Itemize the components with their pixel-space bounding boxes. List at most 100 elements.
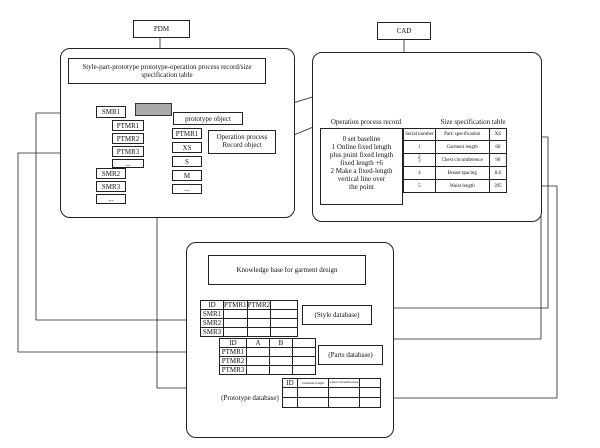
smr-item-more[interactable]: ... [96, 194, 126, 204]
ptmr-label: PTMR2 [116, 134, 140, 143]
smr-item-label: SMR1 [101, 108, 121, 116]
table-row [282, 387, 381, 398]
col-header: ID [282, 378, 298, 388]
table-row: SMR3 [200, 327, 299, 337]
row-id: PTMR1 [219, 347, 247, 357]
cell: 60 [488, 140, 508, 154]
style-database-label: (Style database) [302, 305, 372, 325]
table-row: 5 Waist length 395 [403, 179, 508, 193]
col-header [270, 300, 299, 310]
row-id: SMR1 [200, 309, 224, 319]
table-row: 1 Garment length 60 [403, 140, 508, 154]
operation-step: 2 Make a fixed-length [330, 167, 393, 176]
col-header: Serial number [403, 128, 436, 141]
cell: 395 [488, 179, 508, 193]
prototype-database-table: ID Garment length Chest circumference [282, 378, 381, 408]
operation-step: 1 Online fixed length [331, 143, 392, 152]
cell: Breast spacing [434, 166, 490, 180]
prototype-database-label: (Prototype database) [221, 394, 279, 402]
size-label: M [183, 171, 191, 180]
col-header: PTMR1 [223, 300, 248, 310]
row-id: SMR3 [200, 327, 224, 337]
style-database-label-text: (Style database) [314, 310, 360, 319]
size-label: S [185, 157, 189, 166]
col-header [292, 338, 316, 348]
size-label: XS [182, 143, 192, 152]
ptmr-side-item[interactable]: PTMR1 [172, 128, 202, 139]
operation-step: vertical line over [337, 175, 386, 184]
col-header: Garment length [297, 378, 329, 388]
ptmr-label: PTMR3 [116, 147, 140, 156]
table-row: PTMR3 [219, 365, 316, 375]
table-row: SMR1 [200, 309, 299, 319]
ptmr-label: PTMR1 [116, 121, 140, 130]
col-header: B [269, 338, 293, 348]
row-id: PTMR3 [219, 365, 247, 375]
col-header: A [246, 338, 270, 348]
col-header: Chest circumference [328, 378, 360, 388]
col-header: ID [219, 338, 247, 348]
parts-database-label: (Parts database) [318, 345, 383, 365]
table-row: PTMR2 [219, 356, 316, 366]
cell: Garment length [434, 140, 490, 154]
ptmr-side-label: PTMR1 [175, 129, 199, 138]
prototype-object-label: prototype object [185, 114, 231, 123]
cell: Waist length [434, 179, 490, 193]
ptmr-label: ... [125, 159, 131, 168]
size-label: ... [184, 185, 190, 193]
operation-step: 0 set baseline [342, 135, 381, 143]
cell: Chest circumference [434, 153, 490, 167]
table-row [282, 397, 381, 408]
col-header: XS [488, 128, 508, 141]
size-item-more[interactable]: ... [172, 184, 202, 194]
smr-item-2[interactable]: SMR2 [96, 168, 126, 179]
prototype-object[interactable]: prototype object [173, 112, 243, 125]
ptmr-item-2[interactable]: PTMR2 [112, 133, 144, 144]
col-header: Part/ specification [434, 128, 490, 141]
row-id: PTMR2 [219, 356, 247, 366]
cell: 1 [403, 140, 436, 154]
style-database-table: ID PTMR1 PTMR2 SMR1 SMR2 SMR3 [200, 300, 299, 337]
parts-database-table: ID A B PTMR1 PTMR2 PTMR3 [219, 338, 316, 375]
knowledge-base-title-box: Knowledge base for garment design [208, 255, 366, 285]
operation-step: the point [349, 183, 374, 192]
smr-item-1[interactable]: SMR1 [96, 106, 126, 118]
cell: 4 [403, 166, 436, 180]
operation-process-record-object[interactable]: Operation process Record object [208, 130, 276, 154]
parts-database-label-text: (Parts database) [328, 350, 373, 359]
smr-item-3[interactable]: SMR3 [96, 181, 126, 192]
table-row: 4 Breast spacing 8.8 [403, 166, 508, 180]
cell: 90 [488, 153, 508, 167]
cad-title-box: CAD [377, 22, 431, 40]
pdm-title: PDM [153, 24, 170, 33]
cell: 5 [403, 179, 436, 193]
smr-item-label: SMR3 [101, 182, 121, 191]
operation-steps-box: 0 set baseline 1 Online fixed length plu… [320, 128, 403, 205]
row-id: SMR2 [200, 318, 224, 328]
cell: 8.8 [488, 166, 508, 180]
smr-item-label: SMR2 [101, 169, 121, 178]
smr-item-label: ... [108, 195, 114, 203]
col-header: ID [200, 300, 224, 310]
size-item-s[interactable]: S [172, 156, 202, 167]
ptmr-item-1[interactable]: PTMR1 [112, 120, 144, 131]
ptmr-item-3[interactable]: PTMR3 [112, 146, 144, 157]
size-table-title: Size specification table [440, 118, 506, 126]
operation-process-object-label: Operation process Record object [216, 133, 268, 149]
selected-item-highlight[interactable] [135, 103, 172, 116]
table-row: 2 3 Chest circumference 90 [403, 153, 508, 167]
pdm-header: Style-part-prototype prototype-operation… [68, 58, 266, 84]
cell: 2 3 [403, 153, 436, 167]
knowledge-base-title: Knowledge base for garment design [236, 265, 338, 274]
operation-step: fixed length +6 [340, 159, 383, 168]
operation-step: plus point fixed length [329, 151, 394, 160]
ptmr-item-more[interactable]: ... [112, 159, 144, 168]
cad-title: CAD [396, 26, 412, 35]
col-header [359, 378, 381, 388]
size-item-xs[interactable]: XS [172, 142, 202, 153]
size-item-m[interactable]: M [172, 170, 202, 181]
table-row: PTMR1 [219, 347, 316, 357]
col-header: PTMR2 [246, 300, 272, 310]
size-specification-table: Serial number Part/ specification XS 1 G… [403, 128, 508, 193]
operation-process-title: Operation process record [330, 118, 402, 126]
